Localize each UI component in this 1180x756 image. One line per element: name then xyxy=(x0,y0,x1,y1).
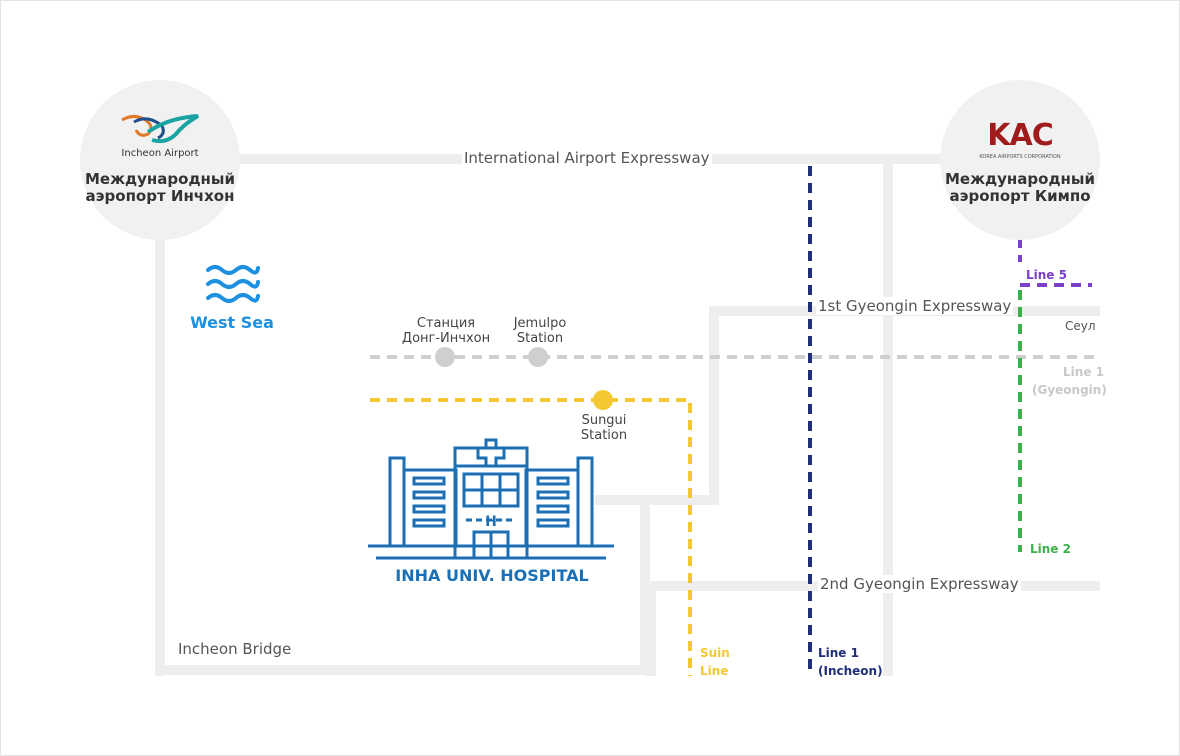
station-label-jemulpo-line1: Jemulpo xyxy=(513,316,567,331)
line1-incheon-label-line1: Line 1 xyxy=(818,646,859,660)
kac-logo-icon: KAC xyxy=(987,118,1053,153)
incheon-airport-circle xyxy=(80,80,240,240)
incheon-airport-name-line2: аэропорт Инчхон xyxy=(85,187,235,205)
incheon-airport-name-line1: Международный xyxy=(85,170,235,188)
station-label-dong-incheon-line2: Донг-Инчхон xyxy=(401,331,491,346)
station-label-sungui-line1: Sungui xyxy=(581,413,627,428)
station-dot-jemulpo xyxy=(528,347,548,367)
line1-gyeongin-label-line1: Line 1 xyxy=(1063,365,1104,379)
road-label-gyeongin-1: 1st Gyeongin Expressway xyxy=(816,297,1014,315)
road-label-gyeongin-2: 2nd Gyeongin Expressway xyxy=(818,575,1021,593)
line5-label: Line 5 xyxy=(1026,268,1067,282)
station-label-sungui: Sungui Station xyxy=(564,413,644,443)
station-dot-sungui xyxy=(593,390,613,410)
road-label-incheon-bridge: Incheon Bridge xyxy=(178,640,292,658)
line1-gyeongin-label: Line 1 (Gyeongin) xyxy=(1032,363,1107,399)
kac-logo-subtext: KOREA AIRPORTS CORPORATION xyxy=(979,154,1061,160)
gimpo-airport-name: Международный аэропорт Кимпо xyxy=(920,171,1120,205)
suin-line xyxy=(370,398,692,676)
station-label-jemulpo-line2: Station xyxy=(516,331,564,346)
hospital-label: INHA UNIV. HOSPITAL xyxy=(395,566,589,585)
line1-gyeongin-label-line2: (Gyeongin) xyxy=(1032,383,1107,397)
west-sea-label: West Sea xyxy=(190,313,274,332)
suin-line-label-line2: Line xyxy=(700,664,729,678)
station-label-jemulpo: Jemulpo Station xyxy=(500,316,580,346)
gimpo-airport-name-line2: аэропорт Кимпо xyxy=(949,187,1091,205)
road-label-airport-expressway: International Airport Expressway xyxy=(462,149,712,167)
suin-line-label-line1: Suin xyxy=(700,646,730,660)
road-gyeongin-1 xyxy=(595,306,1100,505)
incheon-airport-logo-icon xyxy=(121,114,199,144)
line1-incheon-label-line2: (Incheon) xyxy=(818,664,883,678)
incheon-airport-logo-text: Incheon Airport xyxy=(121,148,199,159)
place-label-seoul: Сеул xyxy=(1065,319,1096,333)
hospital-building-icon: H xyxy=(368,438,614,560)
gimpo-airport-circle xyxy=(940,80,1100,240)
station-dot-dong-incheon xyxy=(435,347,455,367)
suin-line-label: Suin Line xyxy=(700,644,730,680)
line1-incheon-label: Line 1 (Incheon) xyxy=(818,644,883,680)
station-label-dong-incheon: Станция Донг-Инчхон xyxy=(396,316,496,346)
station-label-sungui-line2: Station xyxy=(580,428,628,443)
incheon-airport-name: Международный аэропорт Инчхон xyxy=(60,171,260,205)
waves-icon xyxy=(206,265,260,303)
station-label-dong-incheon-line1: Станция xyxy=(416,316,476,331)
gimpo-airport-name-line1: Международный xyxy=(945,170,1095,188)
svg-text:H: H xyxy=(485,514,497,530)
line2-label: Line 2 xyxy=(1030,542,1071,556)
